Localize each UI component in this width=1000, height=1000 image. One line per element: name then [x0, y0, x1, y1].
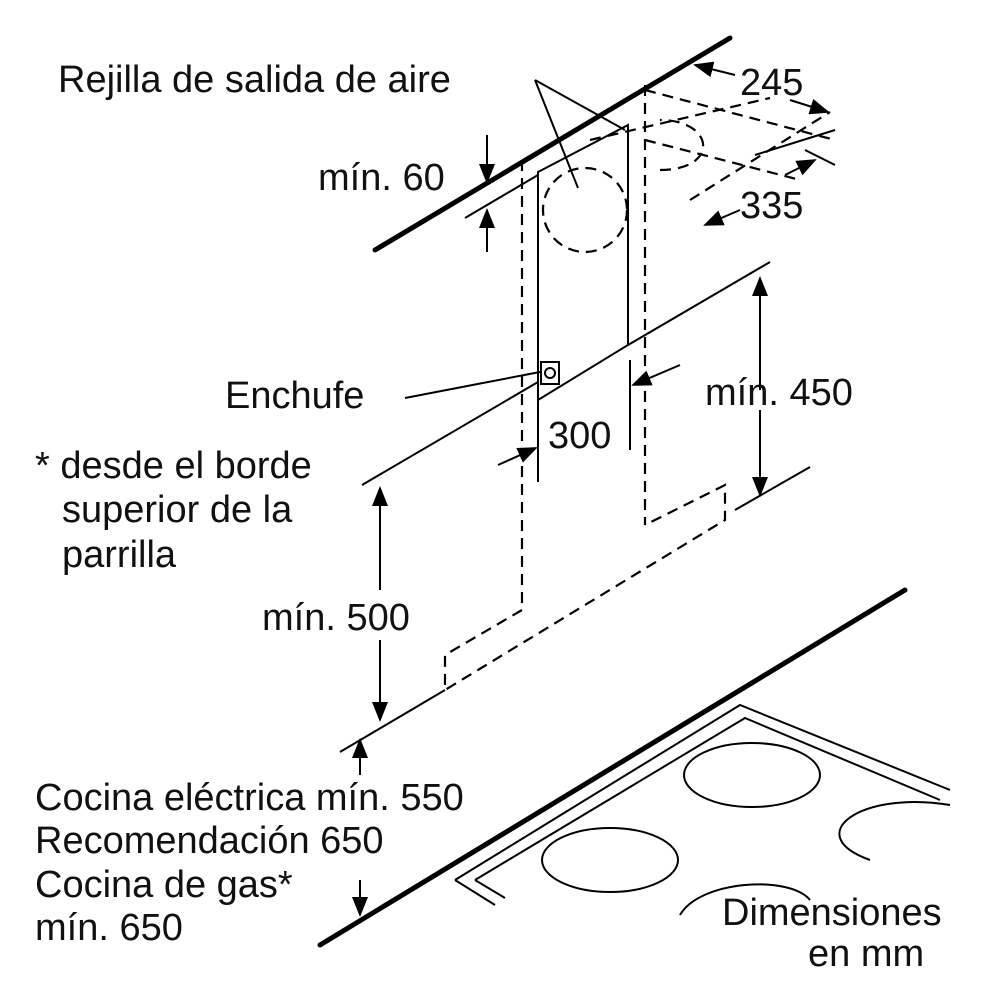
- hood-panel: [537, 123, 629, 402]
- note-line2: superior de la: [62, 489, 293, 531]
- dim-300: 300: [548, 415, 611, 457]
- note-line3: parrilla: [62, 534, 177, 576]
- gas-line2: mín. 650: [35, 907, 183, 949]
- min450-label: mín. 450: [705, 372, 853, 414]
- note-line1: * desde el borde: [35, 445, 312, 487]
- units-line2: en mm: [808, 933, 924, 975]
- grille-leader: [534, 79, 626, 189]
- socket-icon: [540, 361, 560, 385]
- grille-label: Rejilla de salida de aire: [58, 59, 451, 101]
- recommend-label: Recomendación 650: [35, 820, 384, 862]
- min500-label: mín. 500: [262, 597, 410, 639]
- duct-outline: [443, 85, 836, 692]
- countertop-line: [317, 587, 908, 948]
- min60-label: mín. 60: [318, 157, 445, 199]
- socket-leader: [404, 371, 541, 399]
- socket-label: Enchufe: [225, 375, 364, 417]
- electric-label: Cocina eléctrica mín. 550: [35, 777, 464, 819]
- dim-245: 245: [740, 62, 803, 104]
- units-line1: Dimensiones: [722, 892, 942, 934]
- gas-line1: Cocina de gas*: [35, 864, 293, 906]
- ceiling-line: [372, 35, 733, 253]
- dim-335: 335: [740, 185, 803, 227]
- cooktop: [454, 703, 951, 916]
